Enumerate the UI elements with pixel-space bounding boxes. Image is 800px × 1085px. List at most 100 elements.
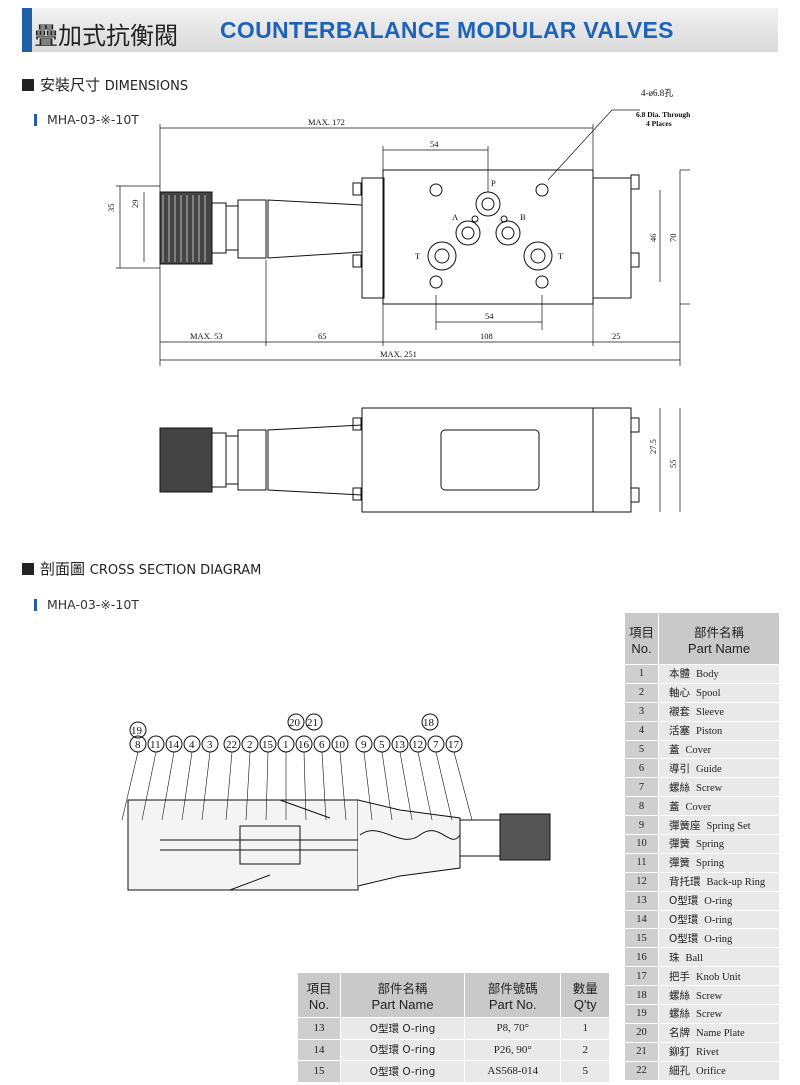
oring-cell-part: AS568-014	[464, 1060, 562, 1083]
part-name-cn: 背托環	[669, 876, 701, 889]
callout-13: 13	[394, 739, 406, 751]
callout-15: 15	[262, 739, 274, 751]
part-number-cell: 8	[624, 796, 659, 817]
part-number-cell: 16	[624, 947, 659, 968]
part-name-en: O-ring	[704, 915, 733, 927]
callout-2: 2	[247, 739, 253, 751]
part-name-cell: 彈簧座 Spring Set	[658, 815, 780, 836]
dimensions-heading-en: DIMENSIONS	[104, 79, 189, 94]
part-number-cell: 13	[624, 890, 659, 911]
part-name-en: Body	[696, 669, 719, 681]
part-number-cell: 17	[624, 966, 659, 987]
part-name-cn: 活塞	[669, 725, 690, 738]
callout-1: 1	[283, 739, 289, 751]
body-section	[127, 799, 359, 891]
part-name-cn: 本體	[669, 668, 690, 681]
part-name-en: Spring	[696, 858, 725, 870]
leader-line	[225, 751, 233, 821]
port-b: B	[520, 212, 526, 222]
part-number-cell: 2	[624, 682, 659, 703]
callout-21: 21	[307, 717, 318, 729]
part-name-cell: 蓋 Cover	[658, 739, 780, 760]
leader-line	[181, 751, 193, 821]
part-number-cell: 5	[624, 739, 659, 760]
oring-cell-no: 15	[297, 1060, 341, 1083]
oring-cell-qty: 5	[560, 1060, 610, 1083]
part-number-cell: 22	[624, 1060, 659, 1081]
dim-65: 65	[318, 331, 327, 341]
leader-line	[435, 751, 453, 821]
leader-line	[201, 751, 211, 821]
part-name-cn: 彈簧座	[669, 819, 701, 832]
part-name-cn: 襯套	[669, 706, 690, 719]
dim-55: 55	[668, 460, 678, 469]
dimensions-model: MHA-03-※-10T	[47, 112, 139, 127]
callout-7: 7	[433, 739, 439, 751]
oring-cell-name: O型環 O-ring	[339, 1017, 466, 1040]
dim-70: 70	[668, 234, 678, 243]
part-name-en: Guide	[696, 763, 722, 775]
dim-35: 35	[106, 204, 116, 213]
cross-section-heading-en: CROSS SECTION DIAGRAM	[89, 563, 262, 578]
part-name-cn: 軸心	[669, 687, 690, 700]
callout-6: 6	[319, 739, 325, 751]
table-row: 13 O型環 O-ring P8, 70° 1	[297, 1017, 610, 1040]
oring-cell-no: 13	[297, 1017, 341, 1040]
part-name-cell: 襯套 Sleeve	[658, 701, 780, 722]
parts-header-no: 項目 No.	[624, 612, 659, 665]
port-p: P	[491, 178, 496, 188]
part-name-en: Sleeve	[696, 707, 724, 719]
dim-108: 108	[480, 331, 493, 341]
part-name-cn: 蓋	[669, 744, 680, 756]
leader-line	[417, 751, 433, 821]
part-name-cn: 螺絲	[669, 781, 690, 794]
part-name-en: Spring	[696, 839, 725, 851]
part-name-cn: O型環	[669, 932, 699, 945]
table-row: 14 O型環 O-ring P26, 90° 2	[297, 1038, 610, 1061]
leader-line	[363, 751, 373, 821]
dim-max53: MAX. 53	[190, 331, 223, 341]
dim-25: 25	[612, 331, 621, 341]
leader-line	[381, 751, 393, 821]
part-name-en: Cover	[685, 745, 712, 756]
part-number-cell: 21	[624, 1041, 659, 1062]
callout-9: 9	[361, 739, 367, 751]
part-name-en: O-ring	[704, 933, 733, 945]
leader-line	[121, 751, 139, 821]
leader-line	[161, 751, 175, 821]
part-name-cell: 彈簧 Spring	[658, 852, 780, 873]
part-name-cn: 彈簧	[669, 857, 690, 870]
part-name-en: Rivet	[696, 1047, 719, 1059]
part-name-en: Spring Set	[706, 820, 751, 832]
cross-section-model: MHA-03-※-10T	[47, 597, 139, 612]
parts-header-name: 部件名稱 Part Name	[658, 612, 780, 665]
part-name-en: Ball	[685, 952, 704, 964]
part-name-cn: 蓋	[669, 800, 680, 813]
oring-cell-part: P26, 90°	[464, 1038, 562, 1061]
part-name-en: Cover	[685, 801, 712, 813]
part-name-cn: O型環	[669, 895, 699, 908]
leader-line	[339, 751, 347, 821]
part-name-cell: O型環 O-ring	[658, 928, 780, 949]
part-name-cn: 把手	[669, 970, 690, 983]
callout-17: 17	[448, 739, 460, 751]
callout-10: 10	[334, 739, 346, 751]
